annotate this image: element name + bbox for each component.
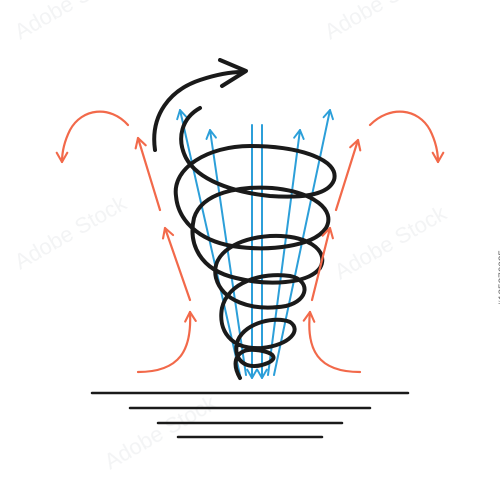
- inflow-arrow-icon: [334, 138, 362, 212]
- watermark-text: Adobe Stock: [10, 190, 131, 275]
- ground-lines-icon: [90, 391, 410, 439]
- outflow-arrow-icon: [55, 110, 130, 164]
- inflow-arrow-icon: [134, 136, 162, 212]
- up-arrow-icon: [176, 109, 241, 376]
- inflow-arrow-icon: [161, 226, 192, 302]
- inflow-arrow-icon: [136, 310, 197, 374]
- outflow-arrow-icon: [368, 110, 445, 164]
- inflow-arrow-icon: [310, 226, 334, 302]
- arrowhead-icon: [218, 58, 248, 88]
- watermark-text: Adobe Stock: [100, 390, 221, 475]
- rotation-arrow: [152, 58, 248, 152]
- inflow-arrow-icon: [302, 310, 362, 374]
- tornado-spiral-icon: [173, 106, 337, 380]
- inflow-arrows: [55, 110, 445, 374]
- watermark-text: Adobe Stock: [10, 0, 131, 44]
- downdraft-arrows: [246, 124, 268, 379]
- curved-arrow-icon: [152, 70, 244, 152]
- watermark-text: Adobe Stock: [330, 200, 451, 285]
- up-arrow-icon: [267, 129, 305, 376]
- watermark-text: Adobe Stock: [320, 0, 441, 44]
